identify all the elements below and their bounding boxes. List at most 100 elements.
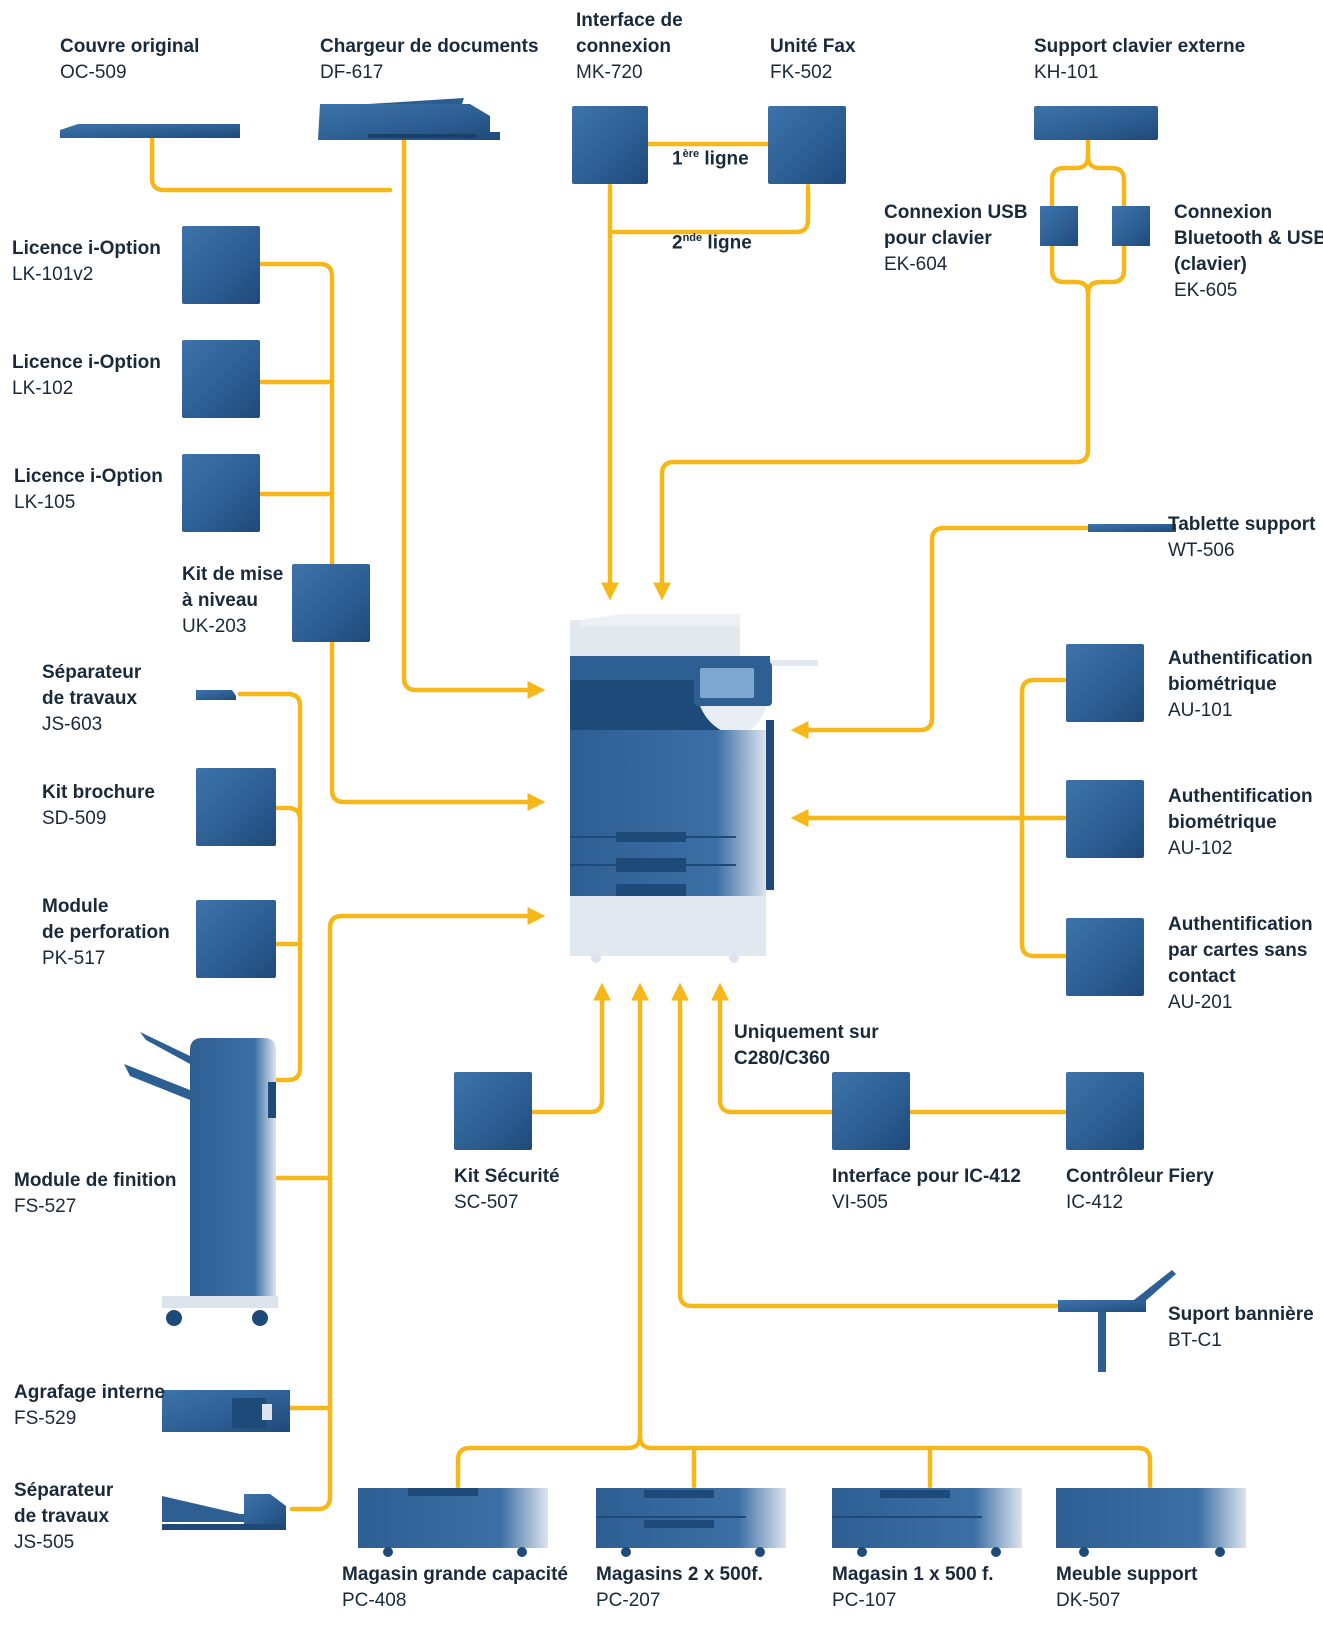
job-separator-tray-icon: [162, 1494, 286, 1530]
label-code: EK-604: [884, 254, 948, 275]
label-name: Contrôleur Fiery: [1066, 1166, 1214, 1187]
label-name: par cartes sans: [1168, 940, 1308, 961]
label-code: OC-509: [60, 62, 127, 83]
sd509-box-icon: [196, 768, 276, 846]
connector-kh101: [653, 137, 1091, 601]
label-code: LK-105: [14, 492, 76, 513]
pc207-cabinet-icon: [596, 1488, 786, 1557]
label-code: AU-102: [1168, 838, 1233, 859]
dk507-cabinet-icon: [1056, 1488, 1246, 1557]
ic412-box-icon: [1066, 1072, 1144, 1150]
label-name: Interface pour IC-412: [832, 1166, 1021, 1187]
label-code: JS-603: [42, 714, 103, 735]
line-text: ligne: [699, 148, 749, 170]
label-name: Unité Fax: [770, 36, 856, 57]
label-code: PK-517: [42, 948, 106, 969]
label-name: Kit brochure: [42, 782, 155, 803]
label-code: PC-207: [596, 1590, 661, 1611]
au101-box-icon: [1066, 644, 1144, 722]
inner-stapler-icon: [162, 1390, 290, 1432]
document-feeder-icon: [318, 98, 500, 140]
label-code: LK-102: [12, 378, 74, 399]
au201-box-icon: [1066, 918, 1144, 996]
line-ordinal: nde: [682, 232, 703, 244]
connector-wt506: [790, 525, 1091, 739]
label-code: UK-203: [182, 616, 247, 637]
label-name: Kit de mise: [182, 564, 284, 585]
line-text: ligne: [702, 232, 752, 254]
connector-lk101: [257, 261, 546, 811]
label-name: Interface de: [576, 10, 683, 31]
label-name: Kit Sécurité: [454, 1166, 560, 1187]
label-name: Module de finition: [14, 1170, 177, 1191]
multifunction-printer-icon: [570, 614, 818, 963]
vi505-box-icon: [832, 1072, 910, 1150]
note-line: C280/C360: [734, 1048, 831, 1069]
label-name: Magasin grande capacité: [342, 1564, 568, 1585]
label-code: LK-101v2: [12, 264, 94, 285]
label-code: WT-506: [1168, 540, 1235, 561]
first-line-label: 1ère ligne: [672, 148, 749, 170]
label-code: PC-107: [832, 1590, 897, 1611]
ek604-box-icon: [1040, 206, 1078, 246]
label-name: contact: [1168, 966, 1236, 987]
note-line: Uniquement sur: [734, 1022, 879, 1043]
connector-sc507: [529, 982, 611, 1115]
label-name: Authentification: [1168, 648, 1313, 669]
pc408-cabinet-icon: [358, 1488, 548, 1557]
line-number: 2: [672, 232, 683, 254]
lk105-box-icon: [182, 454, 260, 532]
lk101-box-icon: [182, 226, 260, 304]
label-name: Chargeur de documents: [320, 36, 539, 57]
label-name: de travaux: [42, 688, 138, 709]
connector-oc509: [149, 135, 393, 193]
label-code: JS-505: [14, 1532, 75, 1553]
fk502-box-icon: [768, 106, 846, 184]
sc507-box-icon: [454, 1072, 532, 1150]
label-name: à niveau: [182, 590, 259, 611]
connector-vi505: [711, 982, 1069, 1115]
label-name: (clavier): [1174, 254, 1247, 275]
au102-box-icon: [1066, 780, 1144, 858]
connector-sd509: [273, 805, 303, 823]
label-code: AU-101: [1168, 700, 1233, 721]
label-code: DK-507: [1056, 1590, 1121, 1611]
connector-btc1: [671, 982, 1061, 1309]
pc107-cabinet-icon: [832, 1488, 1022, 1557]
label-name: Connexion: [1174, 202, 1273, 223]
connector-df617: [401, 135, 546, 699]
label-name: Agrafage interne: [14, 1382, 165, 1403]
label-name: Magasins 2 x 500f.: [596, 1564, 763, 1585]
line-ordinal: ère: [682, 148, 700, 160]
label-code: FS-529: [14, 1408, 77, 1429]
label-name: Couvre original: [60, 36, 200, 57]
label-code: PC-408: [342, 1590, 407, 1611]
working-table-icon: [1088, 524, 1176, 532]
label-code: FS-527: [14, 1196, 77, 1217]
mk720-box-icon: [572, 106, 648, 184]
label-code: AU-201: [1168, 992, 1233, 1013]
second-line-label: 2nde ligne: [672, 232, 752, 254]
label-name: Suport bannière: [1168, 1304, 1314, 1325]
label-name: pour clavier: [884, 228, 992, 249]
lk102-box-icon: [182, 340, 260, 418]
job-separator-icon: [196, 690, 236, 700]
line-number: 1: [672, 148, 683, 170]
label-name: Authentification: [1168, 914, 1313, 935]
